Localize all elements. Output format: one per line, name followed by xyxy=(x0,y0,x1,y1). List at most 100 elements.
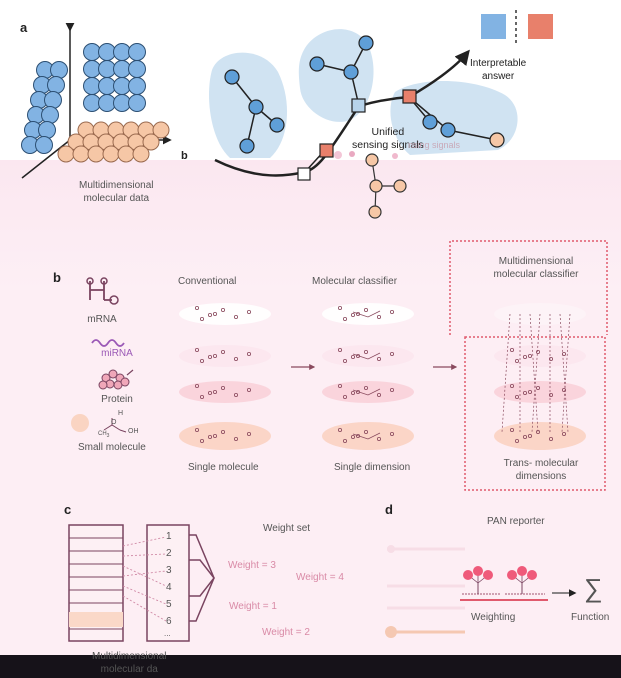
sample-oval xyxy=(179,345,271,367)
reporter-balloon xyxy=(517,566,527,576)
molecule-dot xyxy=(523,354,528,359)
molecule-dot xyxy=(212,433,217,438)
blue-sphere xyxy=(113,94,131,112)
classifier-link xyxy=(352,388,381,396)
index-6: 6 xyxy=(166,616,172,627)
mapping-lines xyxy=(122,536,167,622)
graph-nodes xyxy=(224,35,505,181)
molecule-dot xyxy=(233,392,238,397)
molecule-dot xyxy=(342,438,347,443)
reporter-balloon xyxy=(527,570,537,580)
sample-oval xyxy=(179,303,271,325)
bottom-bar xyxy=(0,655,621,678)
unified-signals-label: Unified sensing signals xyxy=(352,126,424,152)
molecule-dot xyxy=(220,349,225,354)
molecule-dot xyxy=(562,387,567,392)
molecule-dot xyxy=(233,356,238,361)
molecule-dot xyxy=(212,311,217,316)
molecule-dot xyxy=(342,358,347,363)
panel-d-label: d xyxy=(385,502,393,517)
blue-sphere xyxy=(98,43,116,61)
molecule-dot xyxy=(376,392,381,397)
blue-sphere xyxy=(38,121,56,139)
pan-reporter-icon xyxy=(460,566,548,601)
data-column xyxy=(68,524,124,642)
weight-label-3: Weight = 3 xyxy=(228,560,276,571)
molecule-dot xyxy=(194,383,199,388)
blue-sphere xyxy=(128,77,146,95)
molecule-dot xyxy=(350,312,355,317)
molecule-dot xyxy=(363,307,368,312)
blue-sphere-grid xyxy=(83,43,146,112)
molecule-dot xyxy=(363,385,368,390)
orange-sphere xyxy=(142,133,160,151)
column-multidim-classifier: Multidimensional molecular classifier xyxy=(493,256,579,280)
molecule-dot xyxy=(199,394,204,399)
answer-legend xyxy=(481,10,553,46)
molecule-dot xyxy=(342,316,347,321)
molecule-dot xyxy=(363,429,368,434)
row-icons xyxy=(71,277,134,433)
molecule-dot xyxy=(549,356,554,361)
sample-oval xyxy=(494,381,586,403)
orange-tree xyxy=(365,153,407,219)
sample-oval xyxy=(322,345,414,367)
protein-icon xyxy=(98,369,130,390)
multidim-data-caption: Multidimensional molecular data xyxy=(79,180,154,204)
molecule-dot xyxy=(246,351,251,356)
index-ellipsis: ... xyxy=(164,629,171,638)
blue-sphere xyxy=(128,60,146,78)
molecule-dot xyxy=(536,385,541,390)
molecule-dot xyxy=(199,316,204,321)
classifier-frames xyxy=(449,240,608,491)
molecule-dot xyxy=(212,353,217,358)
sample-oval xyxy=(494,422,586,450)
blue-sphere xyxy=(47,76,65,94)
molecule-dot xyxy=(199,358,204,363)
brace-arrow xyxy=(189,534,215,622)
molecule-dot xyxy=(233,436,238,441)
molecule-dot xyxy=(515,394,520,399)
atom-o: O xyxy=(111,419,117,426)
small-molecule-icon xyxy=(103,418,127,433)
molecule-dot xyxy=(536,349,541,354)
pan-reporter-title: PAN reporter xyxy=(487,516,545,527)
orange-sphere xyxy=(102,145,120,163)
trans-link xyxy=(531,313,541,433)
molecule-dot xyxy=(376,314,381,319)
sample-oval xyxy=(179,381,271,403)
molecule-dot xyxy=(199,438,204,443)
molecule-dot xyxy=(246,309,251,314)
orange-sphere xyxy=(72,145,90,163)
molecule-dot xyxy=(212,389,217,394)
orange-sphere-floor xyxy=(57,121,170,163)
blue-sphere xyxy=(83,60,101,78)
input-lines xyxy=(385,545,465,638)
molecule-dot xyxy=(207,312,212,317)
molecule-dot xyxy=(220,307,225,312)
molecule-dot xyxy=(509,427,514,432)
row-label-protein: Protein xyxy=(101,394,133,405)
molecule-dot xyxy=(528,433,533,438)
blue-sphere xyxy=(44,91,62,109)
mrna-icon xyxy=(89,281,112,301)
partial-b-label: b xyxy=(181,150,188,162)
molecule-dot xyxy=(194,305,199,310)
molecule-dot xyxy=(337,347,342,352)
molecule-dot xyxy=(207,434,212,439)
blue-sphere xyxy=(113,60,131,78)
partial-signal-label: nsing signals xyxy=(408,140,461,150)
sample-oval xyxy=(322,381,414,403)
blue-sphere xyxy=(41,106,59,124)
trans-molecular-links xyxy=(501,313,571,433)
molecule-dot xyxy=(337,305,342,310)
orange-sphere xyxy=(132,145,150,163)
molecule-dot xyxy=(337,383,342,388)
atom-ch3: CH3 xyxy=(98,431,110,440)
molecule-dot xyxy=(342,394,347,399)
molecule-dot xyxy=(515,358,520,363)
molecule-dot xyxy=(528,353,533,358)
reporter-balloon xyxy=(507,570,517,580)
